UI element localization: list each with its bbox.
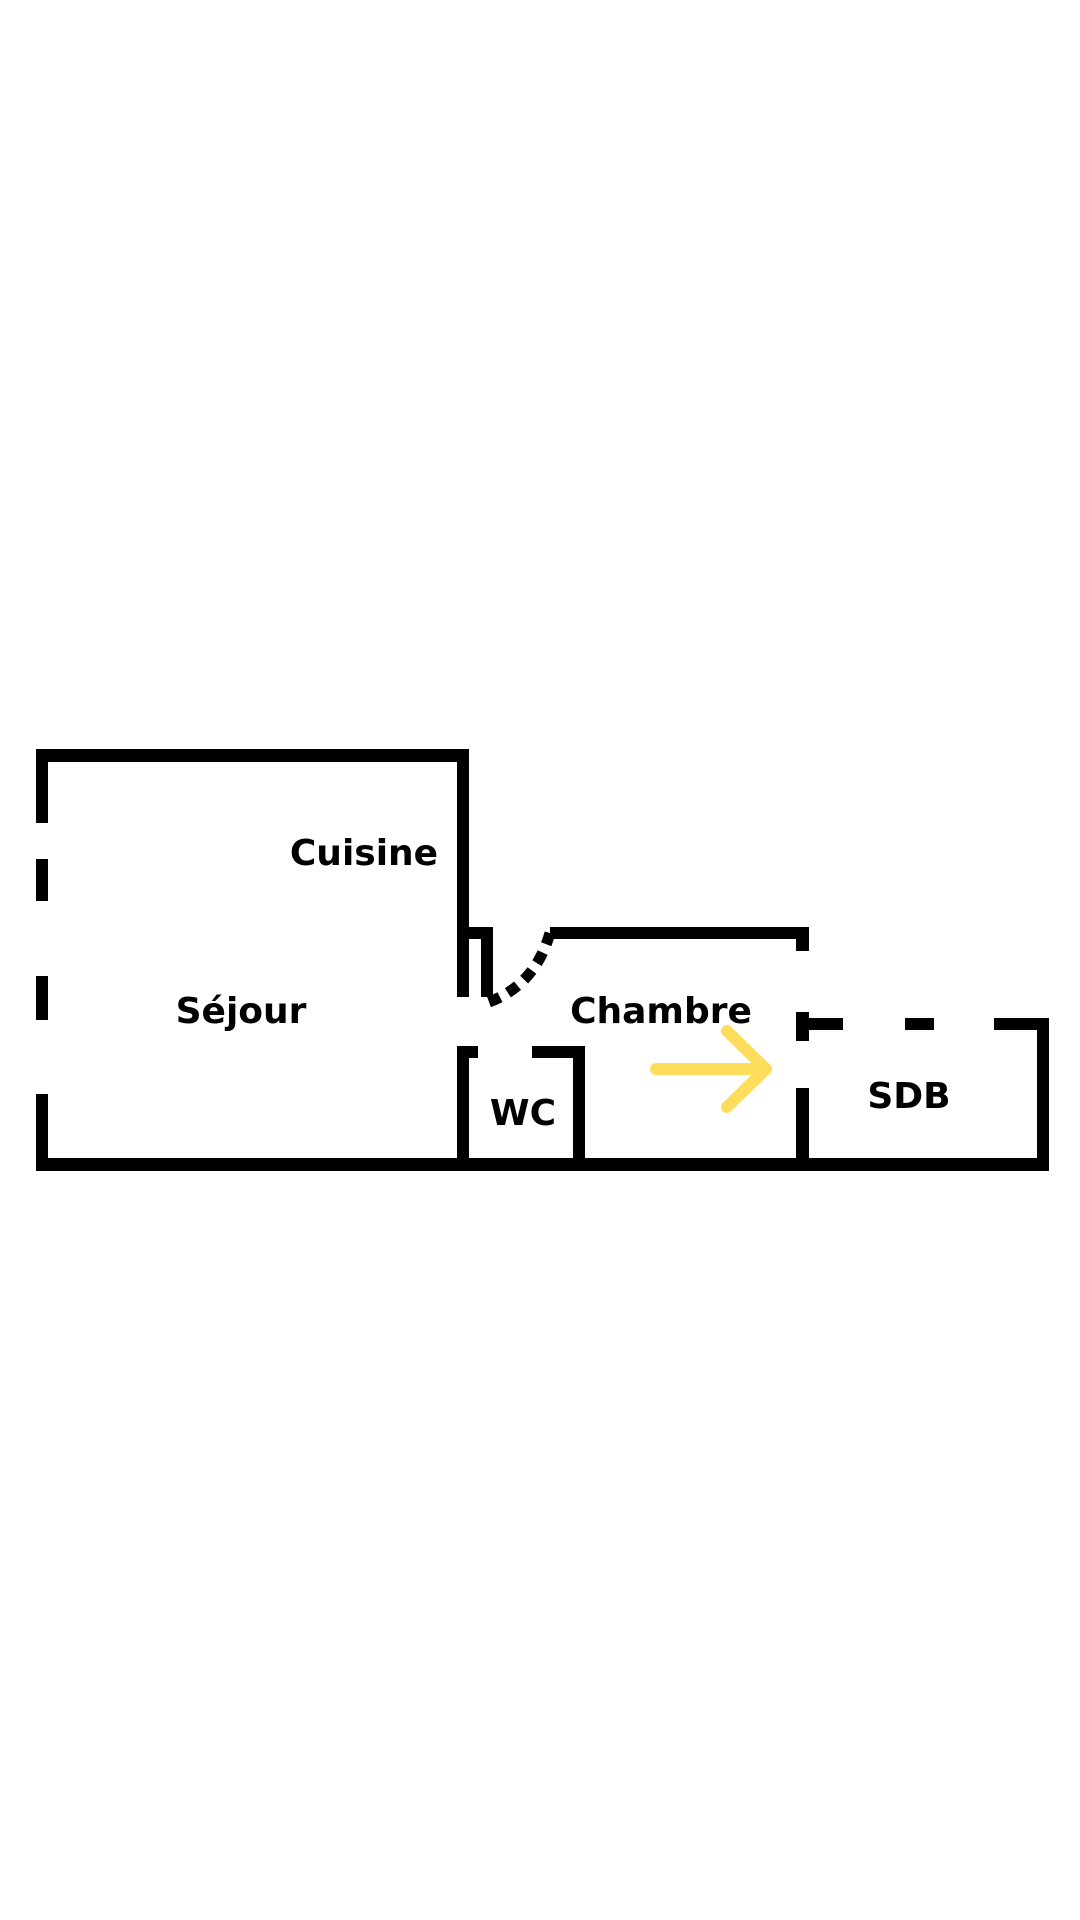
left-wall-segment [36, 1094, 48, 1171]
sdb-top-wall [809, 1018, 843, 1030]
room-label-wc: WC [490, 1093, 556, 1134]
wc-top-wall [532, 1046, 585, 1058]
sdb-top-wall [994, 1018, 1049, 1030]
left-wall-segment [36, 859, 48, 901]
sdb-top-wall [905, 1018, 934, 1030]
door-swing-arc [486, 931, 556, 1008]
room-label-chambre: Chambre [570, 991, 752, 1032]
room-label-cuisine: Cuisine [290, 833, 438, 874]
walls [36, 749, 1049, 1171]
wc-top-wall [457, 1046, 478, 1058]
left-wall-segment [36, 976, 48, 1020]
chambre-sdb-wall [796, 1012, 809, 1041]
left-wall-segment [36, 749, 48, 823]
kitchen-wall [457, 749, 469, 997]
wc-right-wall [573, 1046, 585, 1171]
chambre-sdb-wall [796, 1088, 809, 1171]
chambre-top-wall [550, 927, 809, 939]
chambre-right-stub [796, 927, 809, 951]
partition-inner [481, 927, 493, 997]
room-label-sejour: Séjour [176, 991, 307, 1032]
arrow-right-icon [650, 1025, 772, 1113]
wc-left-wall [457, 1046, 469, 1171]
room-label-sdb: SDB [867, 1076, 950, 1117]
sdb-right-wall [1037, 1018, 1049, 1171]
bottom-wall [36, 1158, 1049, 1171]
top-wall [36, 749, 469, 762]
